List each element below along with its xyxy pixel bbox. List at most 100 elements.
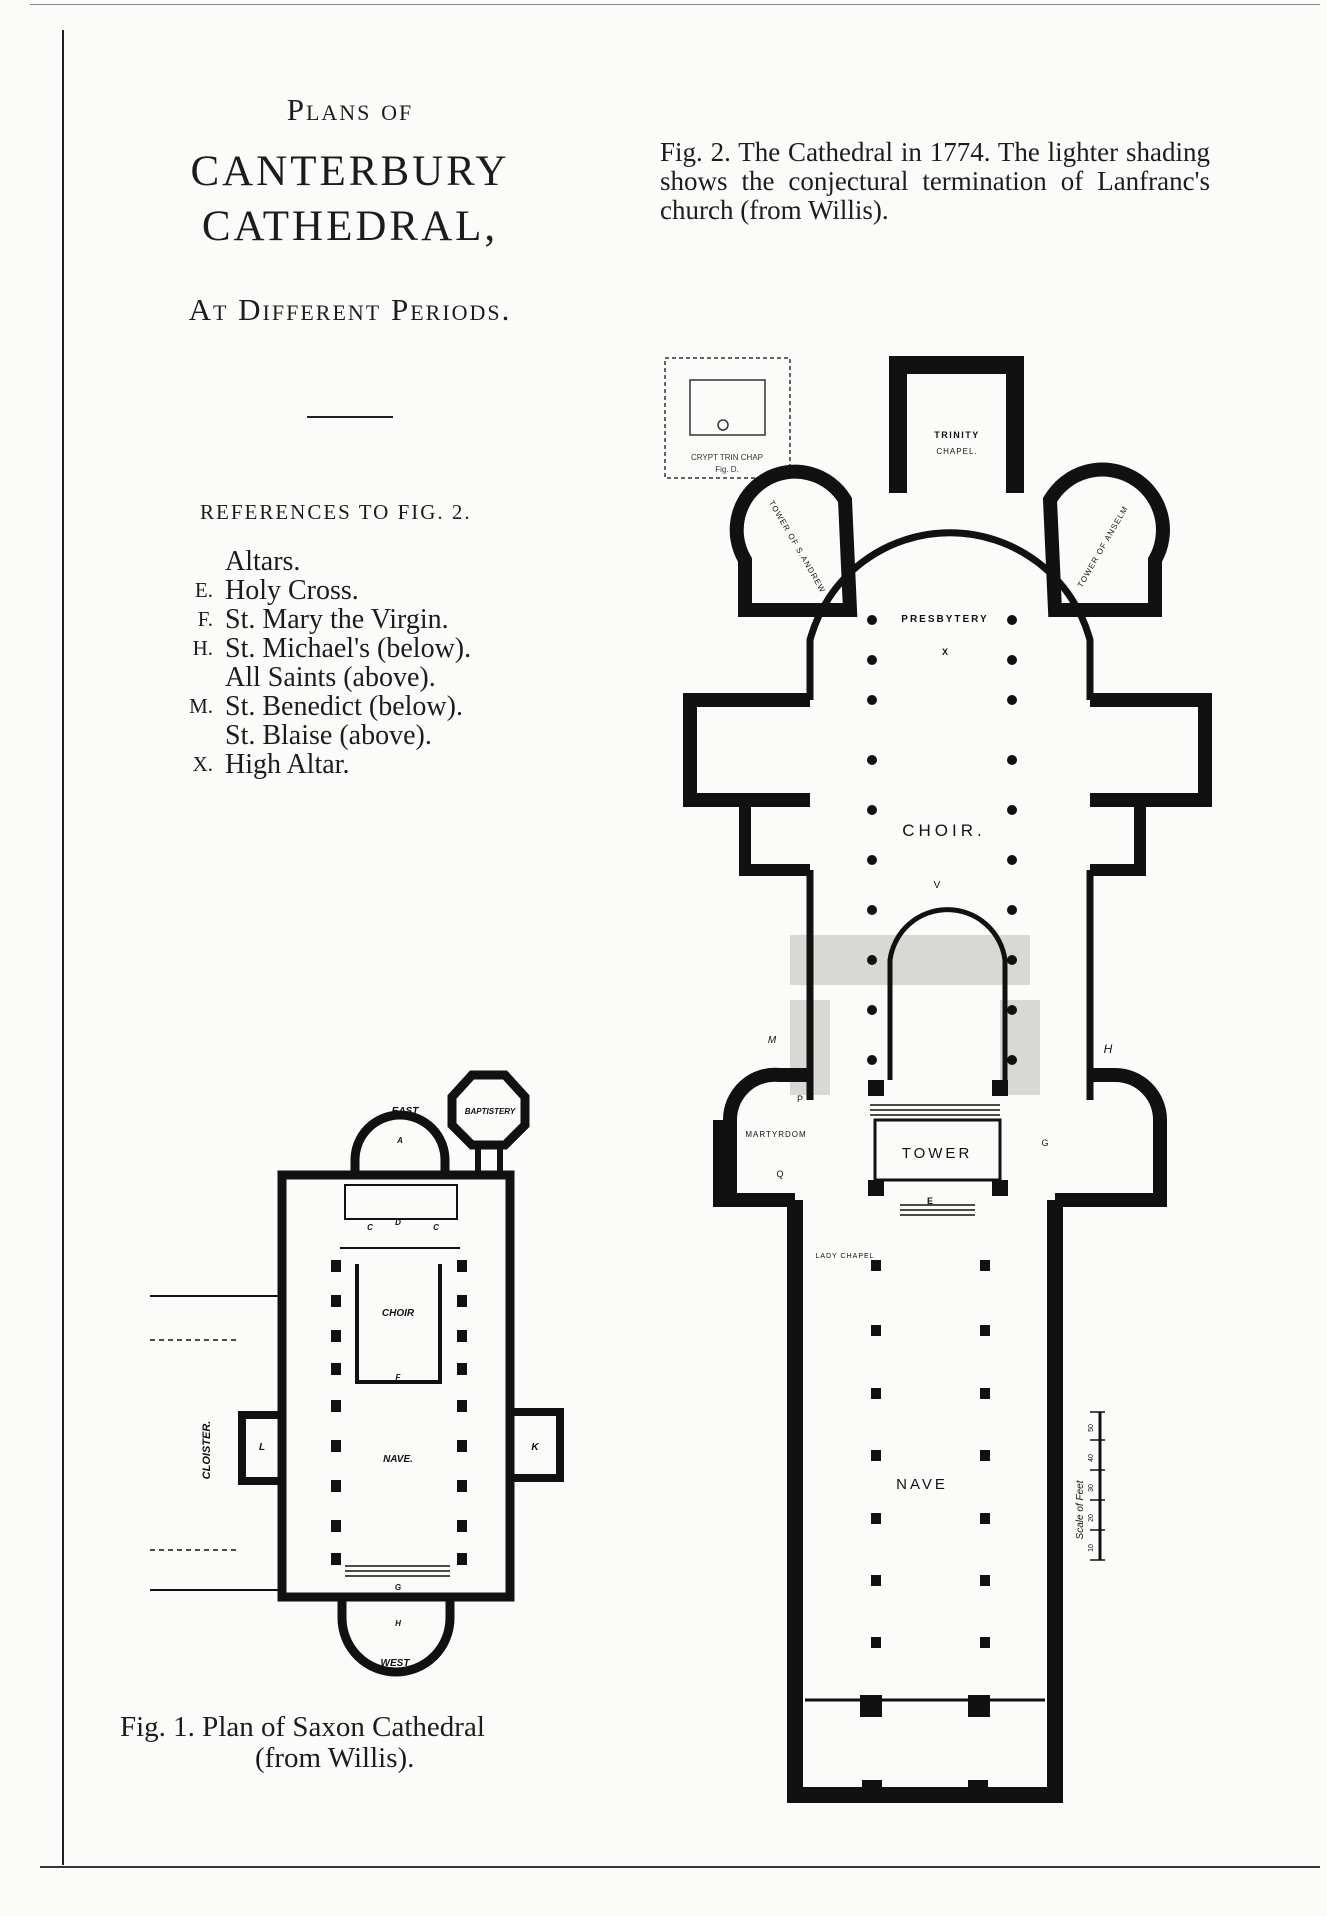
scale-tick-50: 50 bbox=[1088, 1424, 1095, 1432]
reference-entry: F.St. Mary the Virgin. bbox=[197, 604, 449, 635]
page-title: Plans of CANTERBURY CATHEDRAL, At Differ… bbox=[120, 92, 580, 419]
ne-transept-chapel-south bbox=[1090, 800, 1146, 876]
label-presbytery: PRESBYTERY bbox=[901, 614, 988, 625]
st-michael-chapel bbox=[1090, 1068, 1167, 1207]
central-tower bbox=[873, 1118, 1002, 1182]
ne-transept-north bbox=[683, 693, 810, 807]
fig1-label-k: K bbox=[531, 1442, 539, 1453]
title-line-4: At Different Periods. bbox=[188, 292, 512, 328]
label-e: E bbox=[927, 1196, 933, 1206]
choir-screen-arch bbox=[887, 907, 1008, 1080]
fig1-label-presbytery: PRESBYTERY bbox=[373, 1171, 428, 1180]
label-m: M bbox=[768, 1035, 777, 1046]
reference-entry: H.St. Michael's (below). bbox=[192, 633, 472, 664]
scale-tick-30: 30 bbox=[1088, 1484, 1095, 1492]
scale-tick-40: 40 bbox=[1088, 1454, 1095, 1462]
choir-enclosure bbox=[355, 1264, 442, 1384]
label-g: G bbox=[1041, 1138, 1048, 1148]
label-trinity-chapel: TRINITY bbox=[934, 430, 980, 440]
nave-wall bbox=[787, 1200, 1063, 1803]
trinity-chapel-wall bbox=[889, 356, 1024, 493]
west-apse bbox=[337, 1597, 455, 1677]
tower-st-andrew bbox=[729, 464, 858, 617]
page-top-rule bbox=[30, 4, 1320, 5]
label-q: Q bbox=[776, 1169, 783, 1179]
fig1-label-a: A bbox=[396, 1136, 403, 1145]
ne-transept-chapel-north bbox=[739, 800, 810, 876]
choir-apse bbox=[806, 529, 1094, 700]
label-choir: CHOIR. bbox=[902, 821, 986, 840]
label-martyrdom: MARTYRDOM bbox=[745, 1130, 806, 1139]
references-heading: REFERENCES TO FIG. 2. bbox=[200, 500, 472, 524]
chapel-k bbox=[506, 1408, 564, 1482]
label-tower-st-andrew: TOWER OF S.ANDREW bbox=[767, 499, 827, 595]
crypt-inset bbox=[664, 357, 791, 479]
fig1-label-d: D bbox=[395, 1218, 401, 1227]
saxon-piers bbox=[331, 1260, 467, 1565]
fig1-label-l: L bbox=[259, 1442, 265, 1453]
label-trinity-chapel-2: CHAPEL. bbox=[936, 447, 977, 456]
fig1-label-choir: CHOIR bbox=[382, 1308, 415, 1319]
baptistery bbox=[447, 1070, 530, 1150]
fig1-caption-line-2: (from Willis). bbox=[255, 1742, 415, 1774]
scale-tick-20: 20 bbox=[1088, 1514, 1095, 1522]
presbytery-platform bbox=[344, 1184, 458, 1220]
crypt-inset-fig: Fig. D. bbox=[715, 465, 739, 474]
ne-transept-south bbox=[1090, 693, 1212, 807]
label-p: P bbox=[797, 1094, 803, 1104]
label-v: V bbox=[934, 880, 941, 891]
fig1-label-baptistery: BAPTISTERY bbox=[465, 1107, 516, 1116]
east-apse bbox=[350, 1110, 450, 1178]
label-tower: TOWER bbox=[902, 1145, 973, 1162]
cloister-wall bbox=[150, 1295, 282, 1591]
fig1-label-f: F bbox=[396, 1373, 402, 1382]
page-bottom-rule bbox=[40, 1866, 1320, 1868]
label-h: H bbox=[1104, 1042, 1113, 1056]
chapel-l bbox=[238, 1411, 286, 1485]
references-list: REFERENCES TO FIG. 2. Altars. E.Holy Cro… bbox=[175, 500, 555, 779]
fig1-label-g: G bbox=[395, 1583, 401, 1592]
fig1-label-c: C bbox=[367, 1223, 373, 1232]
reference-entry: X.High Altar. bbox=[192, 749, 350, 780]
title-divider bbox=[307, 416, 393, 419]
label-x-high-altar: X bbox=[942, 647, 948, 657]
fig1-label-c2: C bbox=[433, 1223, 439, 1232]
fig1-label-east: EAST bbox=[392, 1106, 420, 1117]
pulpitum-steps bbox=[870, 1104, 1000, 1116]
fig1-label-cloister: CLOISTER. bbox=[201, 1421, 213, 1480]
reference-entry: M.St. Benedict (below). bbox=[189, 691, 463, 722]
label-tower-st-anselm: TOWER OF ANSELM bbox=[1076, 504, 1130, 589]
baptistery-passage bbox=[475, 1145, 503, 1178]
label-nave: NAVE bbox=[896, 1476, 948, 1493]
title-line-2: CANTERBURY bbox=[190, 148, 510, 195]
title-line-1: Plans of bbox=[286, 92, 414, 127]
page-left-rule bbox=[62, 30, 64, 1865]
title-line-3: CATHEDRAL, bbox=[201, 203, 499, 251]
scale-tick-10: 10 bbox=[1088, 1544, 1095, 1552]
west-steps bbox=[345, 1565, 450, 1577]
fig2-caption: Fig. 2. The Cathedral in 1774. The light… bbox=[660, 137, 1210, 225]
label-scale-of-feet: Scale of Feet bbox=[1075, 1479, 1086, 1539]
tower-st-anselm bbox=[1042, 462, 1170, 617]
choir-piers bbox=[867, 615, 1017, 1065]
nave-piers bbox=[860, 1080, 1008, 1800]
fig1-caption-line-1: Fig. 1. Plan of Saxon Cathedral bbox=[120, 1711, 485, 1743]
fig1-label-nave: NAVE. bbox=[383, 1454, 413, 1465]
saxon-outer-wall bbox=[277, 1170, 515, 1602]
choir-side-walls bbox=[806, 870, 1094, 1100]
reference-entry: All Saints (above). bbox=[225, 662, 436, 693]
martyrdom-chapel bbox=[720, 1067, 810, 1207]
nave-steps bbox=[900, 1204, 975, 1216]
crypt-inset-label: CRYPT TRIN CHAP bbox=[691, 453, 763, 462]
fig1-caption: Fig. 1. Plan of Saxon Cathedral (from Wi… bbox=[120, 1712, 590, 1774]
label-lady-chapel: LADY CHAPEL bbox=[815, 1253, 874, 1260]
reference-entry: E.Holy Cross. bbox=[194, 575, 359, 606]
fig1-label-west: WEST bbox=[381, 1658, 411, 1669]
reference-entry: Altars. bbox=[225, 546, 301, 577]
cloister-walk bbox=[150, 1339, 240, 1551]
scale-bar-ticks bbox=[1090, 1411, 1105, 1561]
fig1-label-h: H bbox=[395, 1619, 401, 1628]
reference-entry: St. Blaise (above). bbox=[225, 720, 432, 751]
